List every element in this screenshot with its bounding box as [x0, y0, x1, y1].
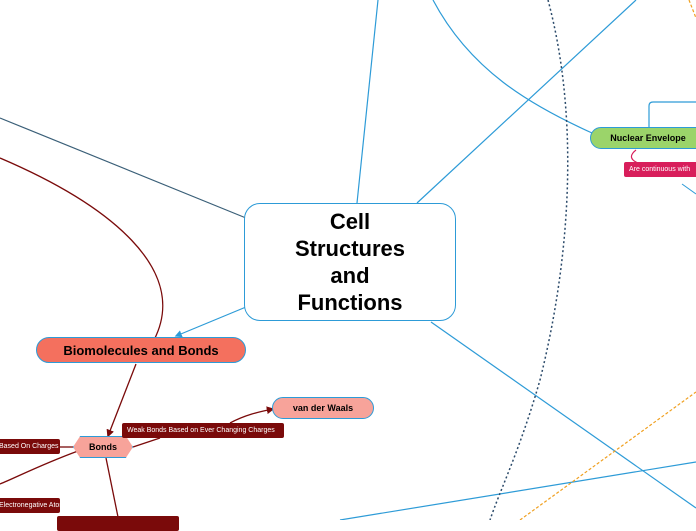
relationship-label-weak-bonds[interactable]: Weak Bonds Based on Ever Changing Charge… [122, 423, 284, 438]
dashed-orange-right-top [688, 0, 696, 19]
link-central-top-right [416, 0, 637, 204]
link-bonds-to-weak [132, 437, 161, 448]
dashed-navy-curve [489, 0, 569, 520]
link-top-arc-to-nuclear [432, 0, 593, 134]
dashed-orange-diagonal [519, 391, 696, 520]
link-central-to-biomolecules [174, 306, 247, 338]
link-bonds-down [105, 457, 119, 518]
link-left-slate [0, 117, 247, 219]
link-central-bottom-right [430, 321, 696, 509]
relationship-label-bottom[interactable] [57, 516, 179, 531]
link-central-top [356, 0, 379, 204]
connection-lines [0, 0, 696, 520]
relationship-label-based-on-charges[interactable]: Based On Charges [0, 439, 60, 454]
link-biomolecules-to-bonds [106, 363, 137, 438]
link-continuous-right [681, 183, 696, 195]
link-weak-to-vdw [229, 406, 275, 424]
central-topic[interactable]: Cell Structures and Functions [244, 203, 456, 321]
link-left-curve [0, 157, 164, 341]
relationship-label-electronegative-atom[interactable]: Electronegative Atom [0, 498, 60, 513]
link-nuclear-bracket [648, 101, 696, 127]
relationship-label-continuous-with[interactable]: Are continuous with [624, 162, 696, 177]
link-bottom-long [339, 461, 696, 520]
topic-van-der-waals[interactable]: van der Waals [272, 397, 374, 419]
topic-bonds[interactable]: Bonds [73, 436, 133, 458]
link-bonds-to-electronegative [0, 450, 79, 485]
topic-biomolecules-and-bonds[interactable]: Biomolecules and Bonds [36, 337, 246, 363]
topic-nuclear-envelope[interactable]: Nuclear Envelope [590, 127, 696, 149]
